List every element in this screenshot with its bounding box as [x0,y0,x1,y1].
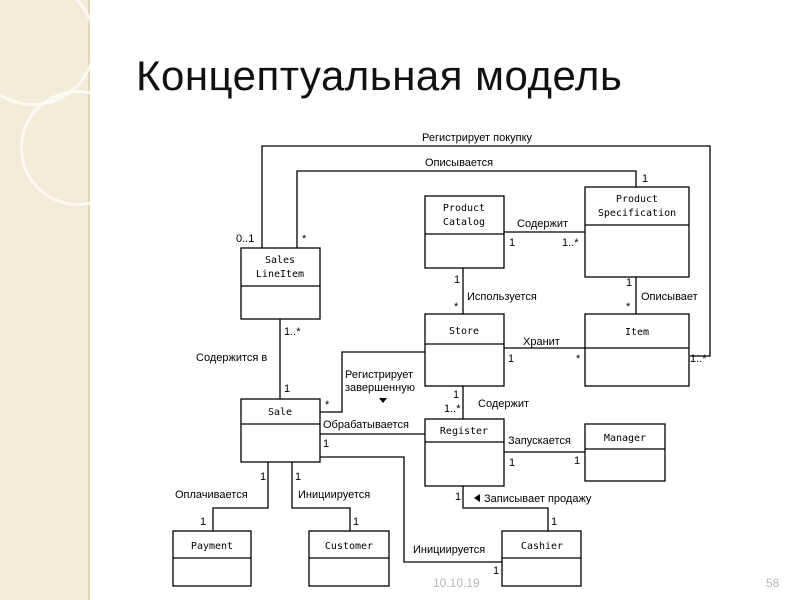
assoc-label-used: Используется [467,291,537,303]
direction-arrow-icon [379,398,387,403]
multiplicity: 1 [284,383,290,395]
slide-date: 10.10.19 [433,576,480,590]
multiplicity: 1 [551,516,557,528]
class-sale: Sale [240,398,321,463]
assoc-label-launched: Запускается [508,435,571,447]
assoc-label-records-sale: Записывает продажу [484,493,592,505]
class-name: Customer [325,541,373,552]
class-name: Product [616,194,658,205]
class-sales-line-item: Sales LineItem [240,247,321,320]
assoc-label-stores: Хранит [523,336,560,348]
class-name: LineItem [256,269,304,280]
class-register: Register [424,418,505,487]
assoc-label-describes-item: Описывает [641,291,698,303]
class-name: Store [449,326,479,337]
class-name: Payment [191,541,233,552]
assoc-label-registers-completed: Регистрирует [345,369,413,381]
line-sale-cashier [320,456,502,563]
multiplicity: 1 [574,455,580,467]
line-registers-purchase [261,145,711,357]
assoc-label-contained-in: Содержится в [196,352,267,364]
assoc-label-describes: Описывается [425,157,493,169]
assoc-label-initiated-customer: Инициируется [298,489,370,501]
multiplicity: 1 [509,237,515,249]
multiplicity: 1 [295,471,301,483]
class-customer: Customer [308,530,390,587]
multiplicity: 1 [493,565,499,577]
multiplicity: * [626,301,631,313]
line-sale-payment [212,462,269,531]
multiplicity: 1 [454,274,460,286]
class-product-catalog: Product Catalog [424,195,505,269]
multiplicity: 1..* [562,237,579,249]
multiplicity: 1 [353,516,359,528]
multiplicity: 1 [453,389,459,401]
assoc-label-processed: Обрабатывается [323,419,409,431]
multiplicity: * [302,233,307,245]
line-describes-spec [296,170,637,248]
class-name: Sales [265,255,295,266]
class-name: Specification [598,208,676,219]
class-name: Cashier [521,541,563,552]
class-item: Item [584,313,690,387]
assoc-label-paid: Оплачивается [175,489,248,501]
assoc-label-registers-completed: завершенную [345,382,415,394]
class-name: Catalog [443,217,485,228]
class-store: Store [424,313,505,387]
decor-circle [20,90,136,206]
line-register-cashier [462,486,549,531]
multiplicity: 1..* [444,403,461,415]
slide-page-number: 58 [766,576,780,590]
assoc-label-registers-purchase: Регистрирует покупку [422,132,533,144]
multiplicity: 1 [260,471,266,483]
multiplicity: 1 [323,438,329,450]
class-manager: Manager [584,423,666,482]
class-name: Product [443,203,485,214]
assoc-label-initiated-cashier: Инициируется [413,544,485,556]
multiplicity: 1 [642,173,648,185]
slide-title: Концептуальная модель [136,52,623,99]
association-lines [212,145,711,563]
multiplicity: 1..* [284,326,301,338]
class-product-specification: Product Specification [584,186,690,278]
left-decor-line [88,0,90,600]
multiplicity: 0..1 [236,233,254,245]
multiplicity: 1 [509,457,515,469]
class-name: Manager [604,433,646,444]
association-labels: Регистрирует покупку Описывается Содержи… [175,132,698,556]
line-store-sale [320,351,425,413]
multiplicity: * [454,301,459,313]
assoc-label-contains-register: Содержит [478,398,529,410]
multiplicity: 1 [455,491,461,503]
class-name: Register [440,426,488,437]
class-payment: Payment [172,530,252,587]
assoc-label-contains: Содержит [517,218,568,230]
multiplicity: 1 [200,516,206,528]
line-sale-customer [291,462,351,531]
multiplicity: 1 [508,353,514,365]
multiplicity: 1 [626,277,632,289]
multiplicity: 1..* [690,353,707,365]
multiplicity: * [325,399,330,411]
multiplicity: * [576,353,581,365]
direction-arrow-icon [474,494,480,502]
class-cashier: Cashier [501,530,582,587]
class-name: Item [625,327,649,338]
multiplicities: 0..1 * 1 1 1..* 1 * 1 * 1 * 1..* 1..* 1 … [200,173,707,577]
class-name: Sale [268,407,292,418]
